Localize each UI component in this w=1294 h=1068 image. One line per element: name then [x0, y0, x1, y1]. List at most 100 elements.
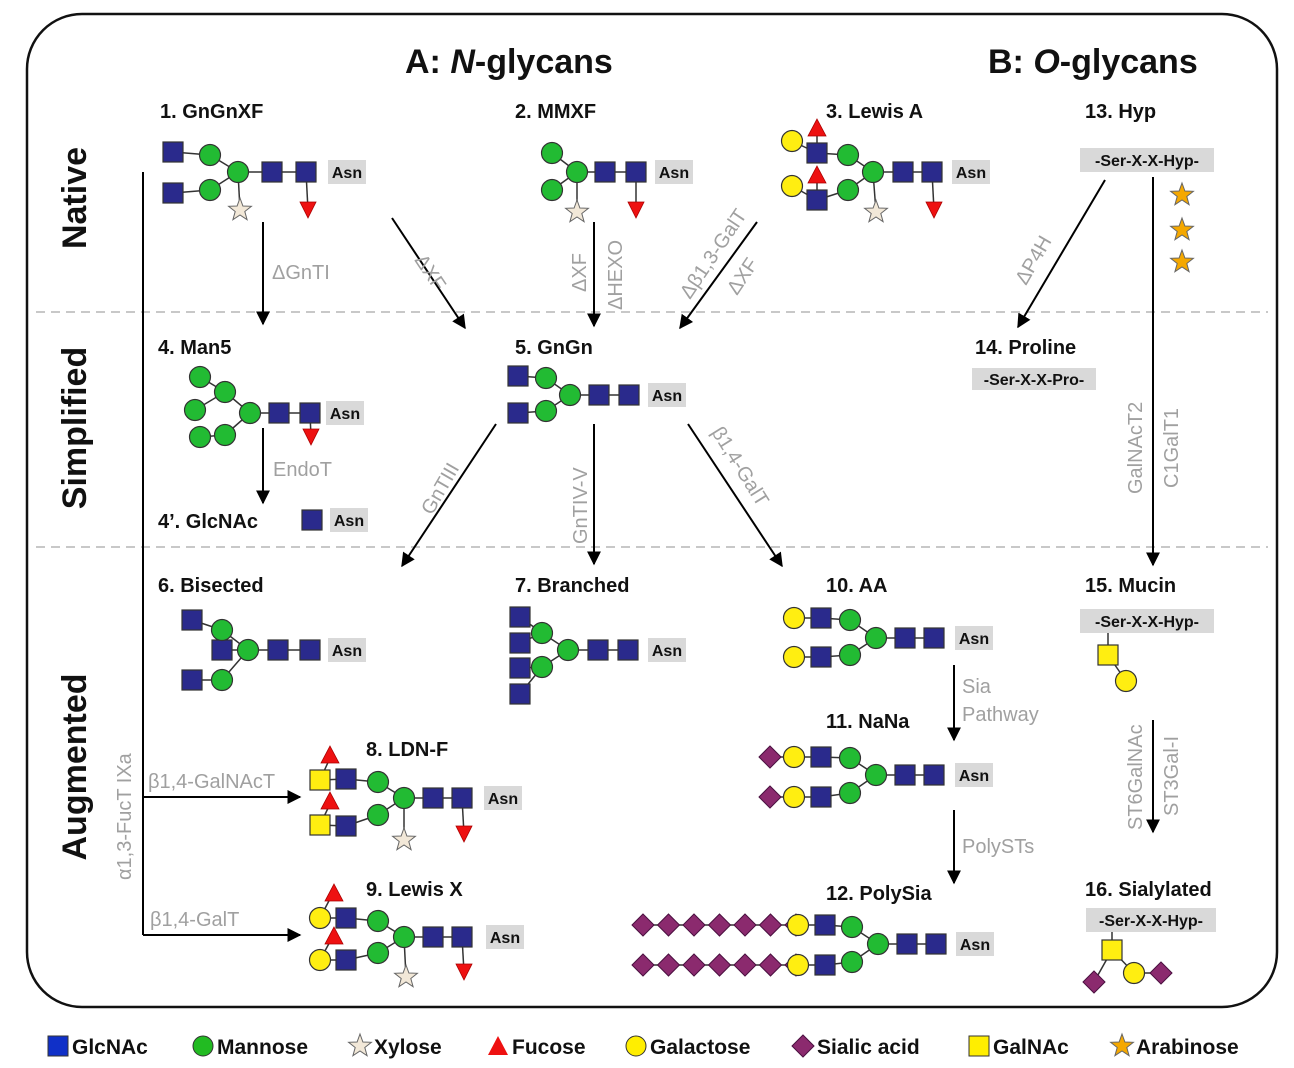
galactose-circle: [780, 129, 804, 153]
galactose-circle: [786, 953, 810, 977]
fucose-triangle: [302, 428, 320, 446]
glcnac-square: [162, 141, 184, 163]
asn-box: [330, 508, 368, 532]
legend-label: Arabinose: [1136, 1036, 1239, 1059]
sialic-acid-diamond: [758, 953, 783, 977]
galactose-circle: [782, 745, 806, 769]
mannose-circle: [210, 618, 234, 642]
glcnac-square: [301, 509, 323, 531]
xylose-star: [863, 198, 889, 223]
sialic-acid-diamond: [707, 913, 732, 937]
legend-item: GlcNAc: [47, 1035, 148, 1059]
enzyme-b14galnact: β1,4-GalNAcT: [148, 771, 275, 793]
galnac-square: [1097, 644, 1119, 666]
legend-label: GlcNAc: [72, 1036, 148, 1059]
mannose-circle: [238, 401, 262, 425]
asn-box: [952, 160, 990, 184]
arrow-5-to-10: [687, 423, 783, 568]
glycan-title-8: 8. LDN-F: [366, 739, 448, 761]
asn-label: Asn: [652, 388, 682, 405]
enzyme-sia: Sia: [962, 676, 992, 698]
fucose-triangle: [320, 791, 340, 810]
asn-label: Asn: [332, 165, 362, 182]
row-label-augmented: Augmented: [56, 674, 94, 861]
glcnac-square: [617, 639, 639, 661]
glcnac-square: [618, 384, 640, 406]
section-a-title: A: N-glycans: [405, 43, 613, 81]
legend-item: Arabinose: [1109, 1032, 1239, 1059]
glcnac-square: [181, 609, 203, 631]
legend-item: Sialic acid: [791, 1034, 920, 1059]
mannose-circle: [392, 925, 416, 949]
asn-label: Asn: [652, 643, 682, 660]
sialic-acid-diamond: [682, 953, 706, 977]
mannose-circle: [840, 950, 864, 974]
enzyme-polysts: PolySTs: [962, 836, 1034, 858]
fucose-triangle: [320, 745, 340, 764]
arrow-3-to-5: [679, 221, 758, 330]
sialic-acid-diamond: [682, 913, 706, 937]
enzyme-endot: EndoT: [273, 459, 332, 481]
mannose-circle: [838, 746, 862, 770]
glcnac-square: [894, 764, 916, 786]
mannose-circle: [836, 178, 860, 202]
peptide-16: -Ser-X-X-Hyp-: [1099, 913, 1203, 930]
glcnac-square: [267, 639, 289, 661]
enzyme-b14galt-2: β1,4-GalT: [150, 909, 239, 931]
glcnac-square: [299, 639, 321, 661]
mannose-circle: [864, 626, 888, 650]
galnac-icon: [968, 1035, 990, 1057]
glcnac-square: [299, 402, 321, 424]
glcnac-square: [335, 907, 357, 929]
glcnac-square: [894, 627, 916, 649]
asn-box: [955, 626, 993, 650]
fucose-triangle: [807, 118, 827, 137]
asn-box: [486, 925, 524, 949]
glcnac-square: [925, 933, 947, 955]
sialic-acid-diamond: [733, 913, 757, 937]
glcnac-square: [896, 933, 918, 955]
fucose-triangle: [455, 963, 473, 981]
glycan-title-3: 3. Lewis A: [826, 101, 923, 123]
asn-label: Asn: [960, 937, 990, 954]
enzyme-galnact2: GalNAcT2: [1125, 402, 1147, 494]
mannose-circle: [392, 786, 416, 810]
outer-frame: [25, 12, 1279, 1009]
legend-label: Xylose: [374, 1036, 442, 1059]
arrow-5-to-6: [401, 423, 497, 568]
glcnac-square: [921, 161, 943, 183]
asn-box: [956, 932, 994, 956]
mannose-circle: [210, 668, 234, 692]
mannose-circle: [840, 915, 864, 939]
galactose-circle: [308, 948, 332, 972]
glycan-title-11: 11. NaNa: [826, 711, 910, 733]
mannose-circle: [565, 160, 589, 184]
glcnac-square: [923, 764, 945, 786]
arabinose-star: [1169, 216, 1195, 241]
asn-label: Asn: [488, 791, 518, 808]
mannose-circle: [866, 932, 890, 956]
peptide-15: -Ser-X-X-Hyp-: [1095, 614, 1199, 631]
glcnac-square: [814, 954, 836, 976]
galnac-square: [1101, 939, 1123, 961]
glcnac-square: [892, 161, 914, 183]
asn-label: Asn: [959, 631, 989, 648]
xylose-star: [391, 826, 417, 851]
arabinose-star: [1169, 181, 1195, 206]
fucose-triangle: [807, 165, 827, 184]
mannose-circle: [530, 655, 554, 679]
glycan-title-9: 9. Lewis X: [366, 879, 463, 901]
glcnac-square: [814, 914, 836, 936]
glycan-title-6: 6. Bisected: [158, 575, 264, 597]
enzyme-fuct: α1,3-FucT IXa: [114, 752, 136, 880]
asn-box: [328, 638, 366, 662]
glcnac-square: [181, 669, 203, 691]
sialic-acid-diamond: [656, 953, 681, 977]
legend-label: Sialic acid: [817, 1036, 920, 1059]
mannose-circle: [213, 423, 237, 447]
mannose-circle: [188, 365, 212, 389]
glcnac-square: [211, 639, 233, 661]
glycan-title-5: 5. GnGn: [515, 337, 593, 359]
mannose-circle: [836, 143, 860, 167]
